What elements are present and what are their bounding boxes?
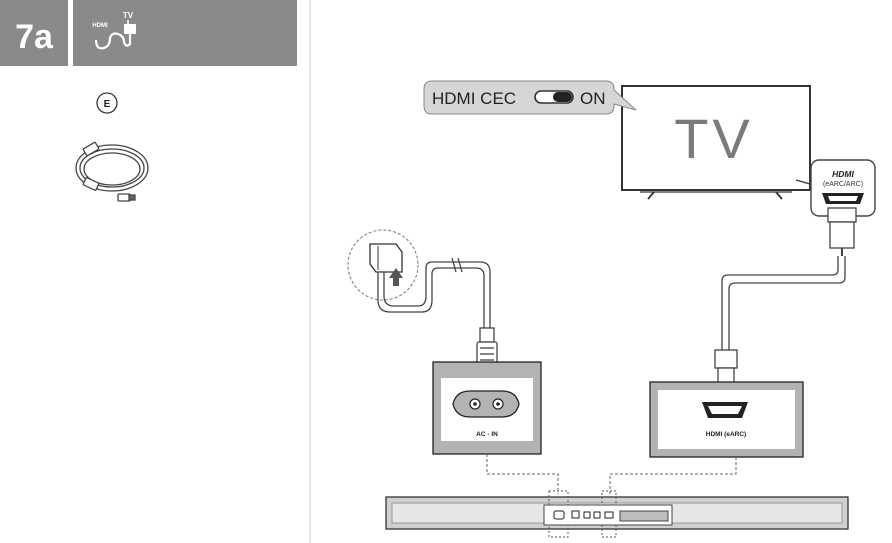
step-icon-box bbox=[73, 0, 297, 66]
accessory-e-badge: E bbox=[96, 92, 118, 114]
osd-state: ON bbox=[580, 89, 606, 108]
wall-outlet-inset bbox=[347, 229, 419, 301]
tv-port-logo: HDMI bbox=[832, 169, 854, 179]
step-number-box bbox=[0, 0, 68, 66]
ac-in-panel: AC - IN bbox=[432, 361, 542, 455]
ac-panel-label: AC - IN bbox=[476, 431, 498, 438]
ac-socket bbox=[452, 390, 520, 418]
cec-toggle bbox=[534, 90, 574, 104]
step-header: 7a HDMI TV bbox=[0, 0, 297, 66]
tv-hdmi-port: HDMI (eARC/ARC) bbox=[795, 159, 876, 256]
plug-in-arrow bbox=[389, 268, 403, 286]
hdmi-cec-osd: HDMI CEC ON bbox=[423, 80, 637, 115]
hdmi-icon-label: HDMI bbox=[92, 23, 108, 29]
tv-label: TV bbox=[674, 107, 754, 170]
soundbar bbox=[385, 490, 849, 538]
tv-icon-label: TV bbox=[123, 11, 134, 20]
accessory-label: E bbox=[104, 99, 111, 110]
hdmi-cable-coil-icon bbox=[75, 141, 149, 202]
hdmi-tv-icon: HDMI TV bbox=[92, 11, 136, 50]
hdmi-earc-panel: HDMI (eARC) bbox=[649, 381, 804, 458]
tv: TV bbox=[621, 85, 811, 200]
callout-lines bbox=[486, 454, 737, 494]
step-number: 7a bbox=[15, 18, 54, 56]
tv-port-sub: (eARC/ARC) bbox=[823, 181, 863, 188]
osd-label: HDMI CEC bbox=[432, 89, 516, 108]
hdmi-panel-label: HDMI (eARC) bbox=[706, 431, 746, 438]
hdmi-cable bbox=[714, 256, 846, 385]
